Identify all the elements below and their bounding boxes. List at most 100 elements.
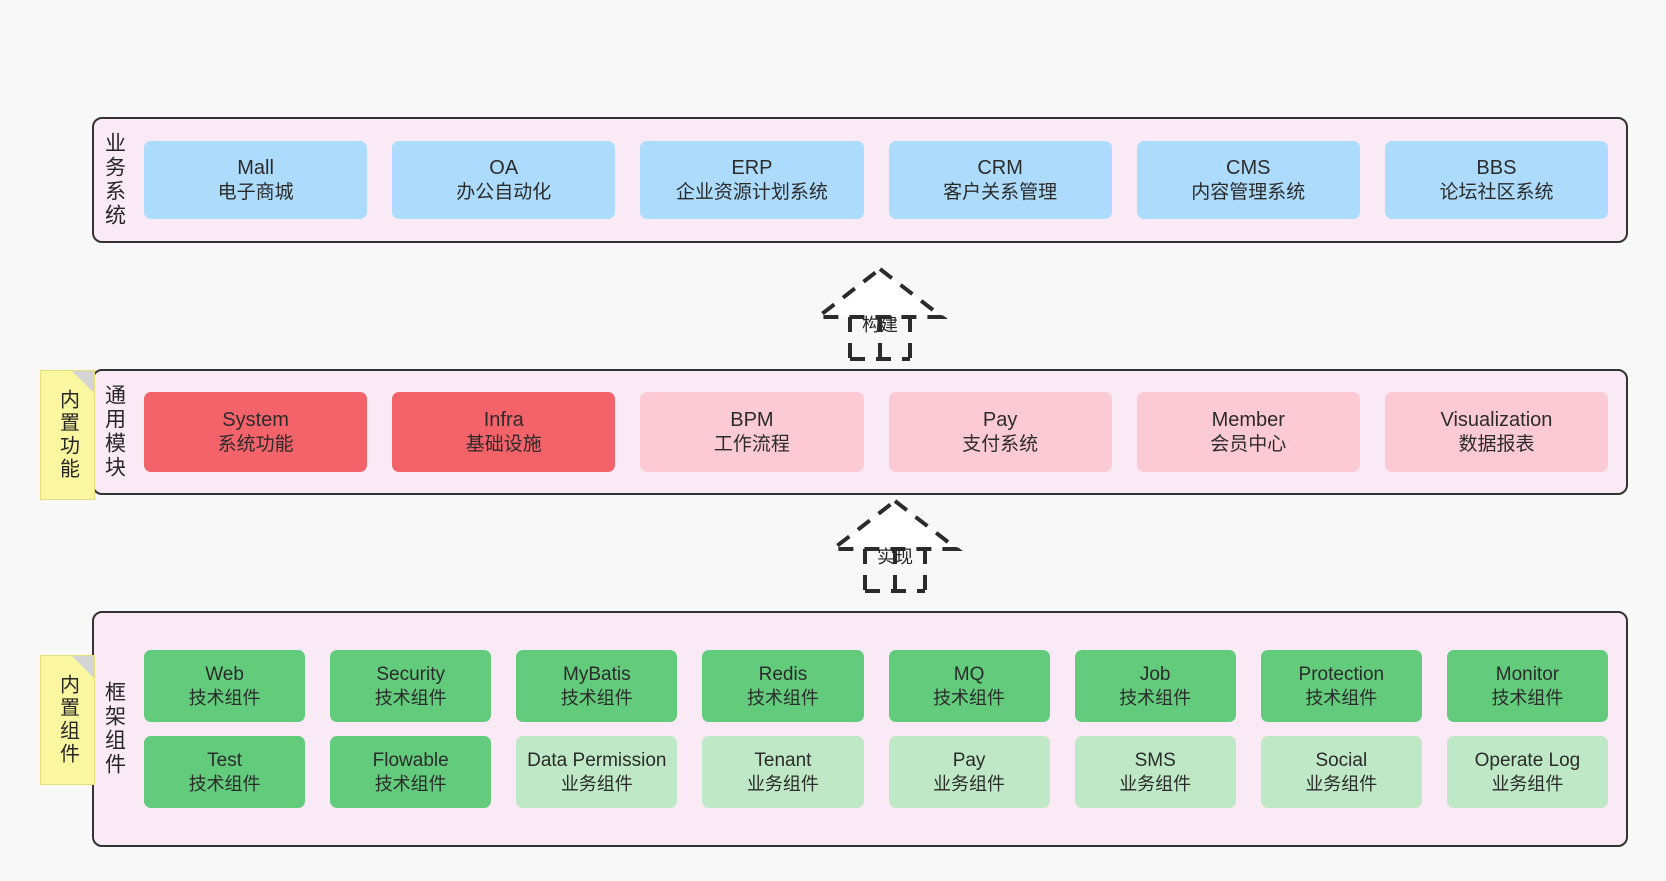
node-tenant[interactable]: Tenant 业务组件 — [702, 736, 864, 808]
node-title: Mall — [237, 156, 274, 179]
node-subtitle: 技术组件 — [1305, 687, 1378, 708]
node-subtitle: 内容管理系统 — [1191, 181, 1306, 203]
layer-title-framework-component: 框架组件 — [102, 681, 126, 777]
node-security[interactable]: Security 技术组件 — [330, 650, 492, 722]
node-social[interactable]: Social 业务组件 — [1260, 736, 1422, 808]
node-subtitle: 业务组件 — [1305, 773, 1378, 794]
node-pay-component[interactable]: Pay 业务组件 — [888, 736, 1050, 808]
node-operate-log[interactable]: Operate Log 业务组件 — [1446, 736, 1608, 808]
node-subtitle: 技术组件 — [188, 773, 261, 794]
layer-body-framework-component: Web 技术组件 Security 技术组件 MyBatis 技术组件 Redi… — [134, 613, 1626, 845]
node-row: Test 技术组件 Flowable 技术组件 Data Permission … — [144, 736, 1608, 808]
node-subtitle: 技术组件 — [1491, 687, 1564, 708]
note-builtin-function[interactable]: 内置功能 — [40, 370, 95, 500]
node-title: Protection — [1298, 663, 1385, 685]
node-subtitle: 技术组件 — [188, 687, 261, 708]
node-title: Pay — [952, 749, 986, 771]
node-title: MyBatis — [563, 663, 631, 685]
node-title: BPM — [730, 408, 774, 431]
layer-business-system[interactable]: 业务系统 Mall 电子商城 OA 办公自动化 ERP 企业资源计划系统 CRM… — [92, 117, 1628, 243]
node-title: Test — [207, 749, 242, 771]
node-title: OA — [489, 156, 519, 179]
node-title: CMS — [1226, 156, 1271, 179]
layer-common-module[interactable]: 通用模块 System 系统功能 Infra 基础设施 BPM 工作流程 Pay… — [92, 369, 1628, 495]
node-bbs[interactable]: BBS 论坛社区系统 — [1384, 141, 1609, 219]
node-title: SMS — [1134, 749, 1176, 771]
node-flowable[interactable]: Flowable 技术组件 — [330, 736, 492, 808]
node-redis[interactable]: Redis 技术组件 — [702, 650, 864, 722]
node-system[interactable]: System 系统功能 — [144, 392, 368, 472]
note-fold-corner-icon — [72, 656, 94, 678]
node-web[interactable]: Web 技术组件 — [144, 650, 306, 722]
node-subtitle: 业务组件 — [560, 773, 633, 794]
node-subtitle: 电子商城 — [217, 181, 294, 203]
node-title: Job — [1139, 663, 1171, 685]
layer-framework-component[interactable]: 框架组件 Web 技术组件 Security 技术组件 MyBatis 技术组件… — [92, 611, 1628, 847]
node-cms[interactable]: CMS 内容管理系统 — [1136, 141, 1360, 219]
node-member[interactable]: Member 会员中心 — [1136, 392, 1360, 472]
node-test[interactable]: Test 技术组件 — [144, 736, 306, 808]
node-subtitle: 办公自动化 — [456, 181, 552, 203]
note-label: 内置组件 — [56, 674, 79, 766]
node-oa[interactable]: OA 办公自动化 — [392, 141, 616, 219]
note-fold-corner-icon — [72, 371, 94, 393]
node-title: Web — [205, 663, 244, 685]
node-title: Visualization — [1440, 408, 1553, 431]
node-title: Operate Log — [1474, 749, 1581, 771]
node-subtitle: 技术组件 — [374, 687, 447, 708]
layer-body-common-module: System 系统功能 Infra 基础设施 BPM 工作流程 Pay 支付系统… — [134, 371, 1626, 493]
node-title: System — [222, 408, 289, 431]
node-subtitle: 技术组件 — [560, 687, 633, 708]
node-title: Data Permission — [527, 749, 667, 771]
node-subtitle: 会员中心 — [1210, 433, 1287, 455]
node-row: Web 技术组件 Security 技术组件 MyBatis 技术组件 Redi… — [144, 650, 1608, 722]
node-title: ERP — [731, 156, 773, 179]
node-title: Security — [376, 663, 445, 685]
node-bpm[interactable]: BPM 工作流程 — [640, 392, 864, 472]
node-monitor[interactable]: Monitor 技术组件 — [1446, 650, 1608, 722]
node-title: Monitor — [1495, 663, 1560, 685]
node-row: Mall 电子商城 OA 办公自动化 ERP 企业资源计划系统 CRM 客户关系… — [144, 141, 1609, 219]
connector-build-label: 构建 — [862, 315, 898, 335]
node-mybatis[interactable]: MyBatis 技术组件 — [516, 650, 678, 722]
node-subtitle: 客户关系管理 — [943, 181, 1058, 203]
connector-implement-label: 实现 — [877, 547, 913, 567]
note-builtin-component[interactable]: 内置组件 — [40, 655, 95, 785]
node-subtitle: 技术组件 — [933, 687, 1006, 708]
node-title: MQ — [953, 663, 985, 685]
node-subtitle: 业务组件 — [1119, 773, 1192, 794]
node-visualization[interactable]: Visualization 数据报表 — [1384, 392, 1609, 472]
node-erp[interactable]: ERP 企业资源计划系统 — [640, 141, 864, 219]
connector-build: 构建 — [800, 265, 960, 361]
node-pay-module[interactable]: Pay 支付系统 — [888, 392, 1112, 472]
node-title: Member — [1211, 408, 1285, 431]
node-title: CRM — [977, 156, 1023, 179]
node-mq[interactable]: MQ 技术组件 — [888, 650, 1050, 722]
node-row: System 系统功能 Infra 基础设施 BPM 工作流程 Pay 支付系统… — [144, 392, 1609, 472]
node-subtitle: 技术组件 — [1119, 687, 1192, 708]
node-subtitle: 业务组件 — [933, 773, 1006, 794]
node-mall[interactable]: Mall 电子商城 — [144, 141, 368, 219]
node-sms[interactable]: SMS 业务组件 — [1074, 736, 1236, 808]
node-subtitle: 支付系统 — [962, 433, 1039, 455]
connector-implement: 实现 — [815, 497, 975, 593]
node-subtitle: 企业资源计划系统 — [675, 181, 828, 203]
node-protection[interactable]: Protection 技术组件 — [1260, 650, 1422, 722]
node-subtitle: 数据报表 — [1458, 433, 1535, 455]
node-subtitle: 技术组件 — [374, 773, 447, 794]
generalization-arrow-icon — [827, 498, 963, 593]
node-crm[interactable]: CRM 客户关系管理 — [888, 141, 1112, 219]
node-data-permission[interactable]: Data Permission 业务组件 — [516, 736, 678, 808]
layer-title-common-module: 通用模块 — [102, 384, 126, 480]
node-title: Flowable — [372, 749, 449, 771]
node-title: BBS — [1476, 156, 1517, 179]
node-subtitle: 业务组件 — [746, 773, 819, 794]
node-infra[interactable]: Infra 基础设施 — [392, 392, 616, 472]
layer-body-business-system: Mall 电子商城 OA 办公自动化 ERP 企业资源计划系统 CRM 客户关系… — [134, 119, 1626, 241]
layer-title-business-system: 业务系统 — [102, 132, 126, 228]
node-title: Infra — [483, 408, 524, 431]
node-job[interactable]: Job 技术组件 — [1074, 650, 1236, 722]
node-subtitle: 系统功能 — [217, 433, 294, 455]
node-subtitle: 技术组件 — [746, 687, 819, 708]
